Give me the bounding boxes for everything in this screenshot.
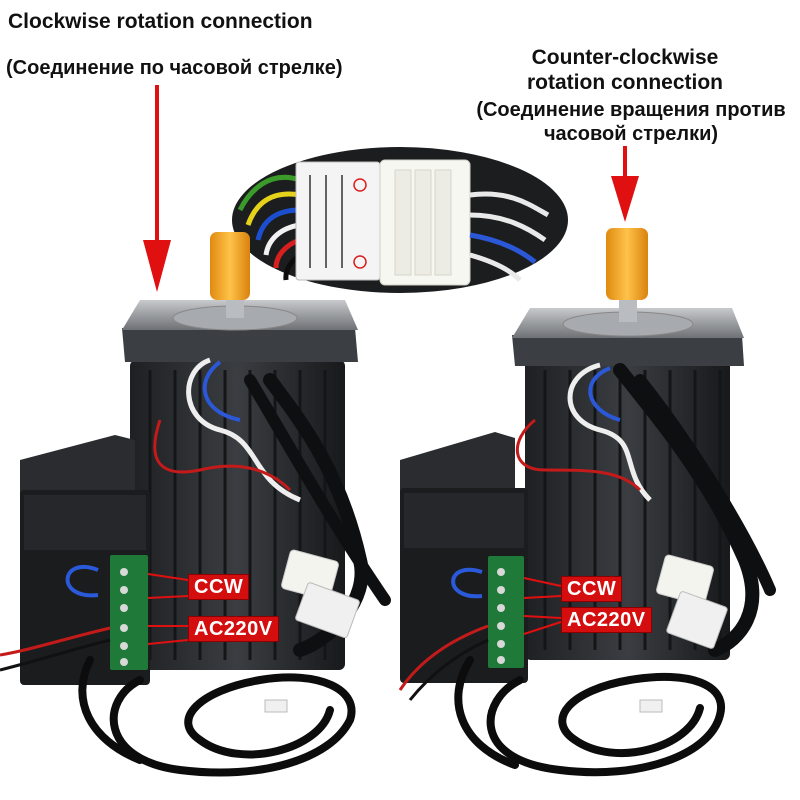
left-ac220v-label: AC220V: [188, 616, 279, 642]
left-controller: [0, 435, 189, 685]
right-power-cable: [454, 656, 726, 777]
left-subtitle: (Соединение по часовой стрелке): [6, 57, 343, 79]
right-red-arrow: [611, 146, 639, 222]
left-power-cable: [78, 656, 356, 777]
left-ccw-label: CCW: [188, 574, 250, 600]
right-controller: [398, 432, 562, 701]
right-title: Counter-clockwise rotation connection: [527, 46, 723, 94]
right-ccw-label: CCW: [561, 576, 623, 602]
left-motor: [122, 232, 391, 670]
connector-inset: [228, 143, 572, 297]
right-motor: [512, 228, 776, 660]
right-subtitle: (Соединение вращения против часовой стре…: [476, 99, 786, 145]
left-red-arrow: [143, 85, 171, 292]
left-title: Clockwise rotation connection: [8, 10, 313, 33]
right-ac220v-label: AC220V: [561, 607, 652, 633]
